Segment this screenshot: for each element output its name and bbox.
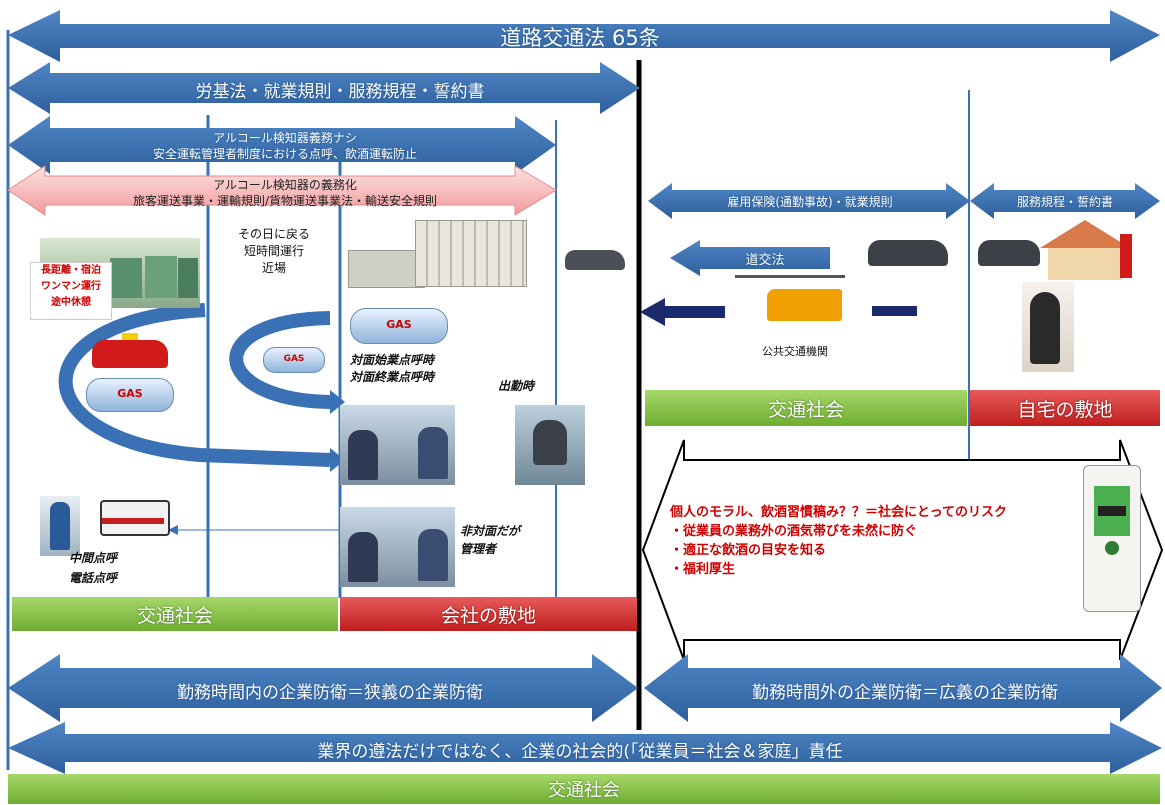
label-employment-insurance: 雇用保険(通勤事故)・就業規則 (727, 195, 893, 209)
taxi-icon (92, 333, 168, 368)
alcohol-detector-device (1083, 465, 1141, 612)
loop-arrow-short-head (330, 390, 345, 414)
label-defense-inside: 勤務時間内の企業防衛＝狭義の企業防衛 (177, 683, 483, 703)
label-road-traffic-short: 道交法 (745, 253, 785, 268)
mid-rollcall-label: 中間点呼 電話点呼 (58, 548, 128, 588)
long-distance-line-1: 長距離・宿泊 (41, 265, 101, 276)
label-no-alcohol-duty-2: 安全運転管理者制度における点呼、飲酒運転防止 (152, 147, 417, 161)
gas-tanker-2: GAS (263, 347, 325, 373)
face-to-face-line-1: 対面始業点呼時 (350, 353, 435, 367)
rollcall-photo-non-face (340, 507, 455, 587)
same-day-line-2: 短時間運行 (243, 244, 304, 258)
label-service-rules: 服務規程・誓約書 (1016, 195, 1113, 209)
arrow-alcohol-duty (7, 165, 557, 216)
office-front-building (348, 250, 425, 288)
arrow-road-traffic-law (8, 10, 1160, 62)
label-labor-rules: 労基法・就業規則・服務規程・誓約書 (195, 82, 485, 102)
arrow-no-alcohol-duty (8, 116, 556, 174)
label-industry-compliance: 業界の遵法だけではなく、企業の社会的(「従業員＝社会＆家庭」責任 (317, 742, 843, 762)
arrow-industry-compliance (8, 722, 1162, 774)
traffic-society-bottom-bar: 交通社会 (8, 774, 1160, 804)
navy-dash (872, 306, 917, 316)
breath-test-photo (1022, 282, 1074, 372)
note-line-1: 個人のモラル、飲酒習慣稿み？？＝社会にとってのリスク (670, 505, 1007, 520)
arrow-labor-rules (8, 62, 640, 114)
loop-arrow-long (58, 303, 331, 467)
face-to-face-line-2: 対面終業点呼時 (350, 370, 435, 384)
commute-time-label: 出勤時 (497, 379, 534, 393)
phone-user-photo (40, 496, 80, 556)
car-icon-right-1 (868, 240, 948, 266)
same-day-line-3: 近場 (261, 261, 286, 275)
face-to-face-label: 対面始業点呼時 対面終業点呼時 (350, 352, 460, 386)
arrow-defense-outside (644, 654, 1162, 722)
house-icon (1040, 220, 1132, 280)
label-road-traffic-law: 道路交通法 65条 (500, 26, 660, 50)
mid-rollcall-line-1: 中間点呼 (68, 551, 117, 565)
label-alcohol-duty-1: アルコール検知器の義務化 (213, 178, 357, 192)
mid-rollcall-line-2: 電話点呼 (68, 571, 117, 585)
loop-arrow-short (229, 311, 331, 409)
arrow-employment-insurance (648, 183, 970, 219)
note-line-2: ・従業員の業務外の酒気帯びを未然に防ぐ (670, 524, 918, 539)
arrow-road-traffic-short (670, 240, 830, 276)
arrow-navy (640, 298, 725, 326)
label-alcohol-duty-2: 旅客運送事業・運輸規則/貨物運送事業法・輸送安全規則 (132, 194, 438, 208)
company-premises-bar: 会社の敷地 (340, 597, 637, 631)
same-day-return-label: その日に戻る 短時間運行 近場 (215, 226, 333, 277)
gas-tanker-3: GAS (86, 378, 174, 412)
car-icon-right-2 (978, 240, 1040, 266)
car-icon (565, 250, 625, 270)
commute-check-photo (515, 405, 585, 485)
phone-call-arrowhead (168, 525, 178, 535)
traffic-society-left-bar: 交通社会 (12, 597, 338, 631)
arrow-defense-inside (8, 654, 638, 722)
traffic-society-right-bar: 交通社会 (645, 390, 967, 426)
office-tower-building (415, 220, 527, 287)
long-distance-line-2: ワンマン運行 (41, 281, 101, 292)
loop-arrow-long-head (330, 448, 345, 472)
home-premises-bar: 自宅の敷地 (970, 390, 1160, 426)
gas-tanker-1: GAS (350, 308, 448, 344)
arrow-service-rules (970, 183, 1160, 219)
non-face-line-1: 非対面だが (460, 524, 521, 538)
bus-icon (100, 500, 170, 536)
long-distance-sign: 長距離・宿泊 ワンマン運行 途中休憩 (30, 262, 112, 320)
same-day-line-1: その日に戻る (237, 227, 310, 241)
rollcall-photo-face-to-face (340, 405, 455, 485)
long-distance-line-3: 途中休憩 (51, 297, 91, 308)
label-defense-outside: 勤務時間外の企業防衛＝広義の企業防衛 (752, 683, 1058, 703)
outlined-double-arrow (641, 439, 1164, 661)
label-no-alcohol-duty-1: アルコール検知器義務ナシ (213, 131, 357, 145)
moral-risk-notes: 個人のモラル、飲酒習慣稿み？？＝社会にとってのリスク ・従業員の業務外の酒気帯び… (670, 503, 1070, 579)
note-line-3: ・適正な飲酒の目安を知る (670, 543, 827, 558)
train-icon (735, 275, 845, 331)
non-face-line-2: 管理者 (460, 542, 497, 556)
public-transport-label: 公共交通機関 (762, 345, 828, 358)
note-line-4: ・福利厚生 (670, 562, 736, 577)
non-face-manager-label: 非対面だが 管理者 (460, 522, 540, 558)
